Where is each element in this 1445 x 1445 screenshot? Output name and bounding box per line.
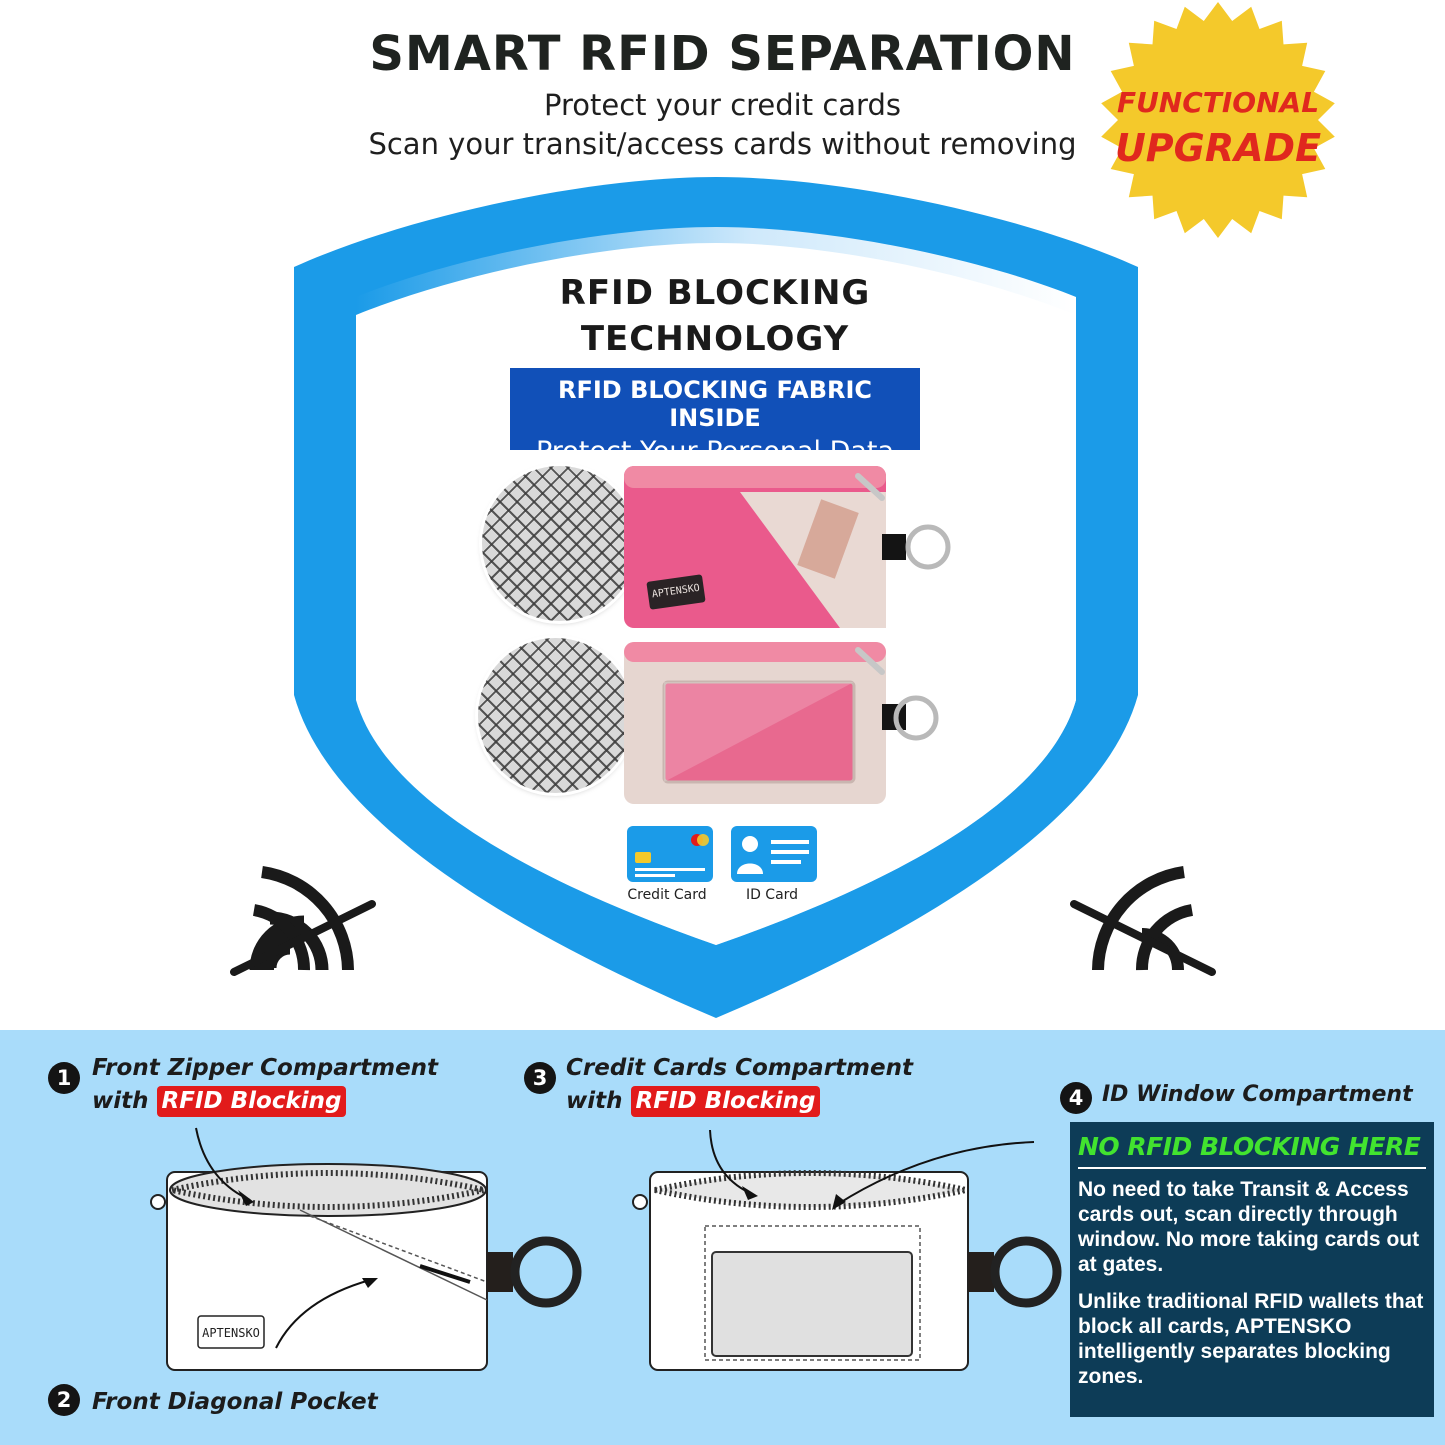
fabric-box-line-2: Protect Your Personal Data (535, 436, 895, 467)
id-card-icon (731, 826, 817, 882)
credit-card-icon (627, 826, 713, 882)
rfid-title-line-2: TECHNOLOGY (580, 319, 850, 359)
credit-card-label: Credit Card (627, 887, 707, 903)
diagram-brand-tag: APTENSKO (202, 1326, 260, 1340)
badge-line-2: UPGRADE (1114, 126, 1322, 170)
feature-front-zipper-with: with (92, 1088, 149, 1114)
page-title: SMART RFID SEPARATION (369, 26, 1076, 82)
rfid-blocking-tag: RFID Blocking (156, 1086, 347, 1117)
no-signal-icon-left (230, 866, 376, 976)
badge-line-1: FUNCTIONAL (1116, 86, 1320, 119)
pouch-back-photo (624, 642, 939, 804)
step-number-4: 4 (1060, 1082, 1092, 1114)
starburst-badge-icon (1101, 2, 1335, 238)
step-number-3: 3 (524, 1062, 556, 1094)
step-number-2: 2 (48, 1384, 80, 1416)
feature-id-window: ID Window Compartment (1102, 1082, 1413, 1107)
info-box-title: NO RFID BLOCKING HERE (1078, 1132, 1421, 1161)
info-box-paragraph-1: No need to take Transit & Access cards o… (1078, 1178, 1420, 1276)
no-signal-icon-right (1070, 866, 1216, 976)
feature-front-zipper: Front Zipper Compartment with RFID Block… (92, 1052, 438, 1118)
feature-credit-cards-title: Credit Cards Compartment (566, 1055, 913, 1081)
id-card-label: ID Card (745, 887, 799, 903)
feature-front-zipper-title: Front Zipper Compartment (92, 1055, 439, 1081)
rfid-mesh-fabric-closeup (482, 466, 637, 621)
info-box-paragraph-2: Unlike traditional RFID wallets that blo… (1078, 1290, 1424, 1388)
rfid-title-line-1: RFID BLOCKING (559, 273, 871, 313)
step-number-1: 1 (48, 1062, 80, 1094)
feature-credit-cards-with: with (566, 1088, 623, 1114)
pouch-line-diagram: APTENSKO (150, 1127, 1062, 1371)
no-rfid-info-box: NO RFID BLOCKING HERE No need to take Tr… (1070, 1122, 1434, 1417)
feature-diagonal-pocket: Front Diagonal Pocket (92, 1389, 378, 1415)
info-box-divider (1078, 1167, 1426, 1169)
feature-front-zipper-line2: with RFID Blocking (92, 1085, 438, 1118)
feature-credit-cards-line2: with RFID Blocking (566, 1085, 913, 1118)
rfid-mesh-fabric-closeup-back (478, 638, 633, 793)
feature-credit-cards: Credit Cards Compartment with RFID Block… (566, 1052, 913, 1118)
fabric-box-line-1: RFID BLOCKING FABRIC INSIDE (557, 376, 873, 432)
fabric-inside-box: RFID BLOCKING FABRIC INSIDE Protect Your… (510, 368, 920, 467)
subtitle-line-2: Scan your transit/access cards without r… (368, 127, 1077, 161)
subtitle-line-1: Protect your credit cards (544, 88, 901, 122)
rfid-technology-title: RFID BLOCKING TECHNOLOGY (440, 270, 990, 362)
rfid-blocking-tag: RFID Blocking (630, 1086, 821, 1117)
